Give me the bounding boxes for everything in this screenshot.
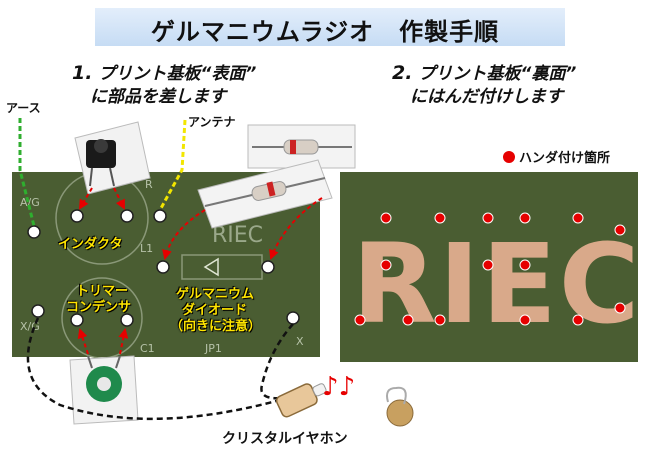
pad-trimmer-1	[70, 313, 84, 327]
step2-number: 2.	[392, 62, 413, 84]
antenna-wire	[158, 119, 187, 211]
step1-line2: に部品を差します	[90, 87, 226, 107]
diode-label-line2: ダイオード	[182, 303, 248, 318]
step2-heading: 2. プリント基板“裏面”	[392, 62, 576, 85]
earth-label: アース	[6, 101, 41, 115]
trimmer-label-line2: コンデンサ	[66, 300, 132, 315]
diode-component-photo-top	[247, 124, 356, 169]
legend-label: ハンダ付け箇所	[519, 150, 610, 166]
solder-dot	[380, 212, 392, 224]
earphone-wire-1	[26, 317, 281, 421]
earphone-label: クリスタルイヤホン	[222, 431, 348, 447]
step1-number: 1.	[72, 62, 93, 84]
pcb-back: RIEC	[340, 172, 642, 362]
pad-x	[286, 311, 300, 325]
solder-dot	[482, 259, 494, 271]
step2-line1: プリント基板“裏面”	[418, 64, 577, 84]
pad-xg	[31, 304, 45, 318]
step2-line2: にはんだ付けします	[410, 87, 563, 107]
trimmer-label-line1: トリマー	[76, 284, 129, 299]
pad-diode-1	[156, 260, 170, 274]
trimmer-arrow-1	[77, 328, 89, 355]
solder-dot	[380, 259, 392, 271]
inductor-core	[94, 139, 108, 153]
page-title: ゲルマニウムラジオ 作製手順	[150, 18, 500, 46]
diode-label-line3: （向きに注意）	[170, 319, 262, 334]
silk-jp1: JP1	[204, 342, 222, 355]
diode-symbol	[203, 257, 219, 277]
inductor-body	[86, 140, 116, 168]
trimmer-rotor	[97, 377, 111, 391]
diode-arrow-1	[162, 209, 206, 260]
diode-arrow-2	[269, 197, 323, 260]
diode-label-line1: ゲルマニウム	[176, 287, 255, 302]
solder-dot	[519, 212, 531, 224]
crystal-earphone	[275, 383, 327, 418]
pad-inductor-1	[70, 209, 84, 223]
title-banner	[95, 8, 565, 46]
pad-diode-2	[261, 260, 275, 274]
inductor-label: インダクタ	[58, 237, 123, 252]
solder-dot	[614, 302, 626, 314]
silk-ag: A/G	[20, 196, 40, 209]
copper-riec-text: RIEC	[352, 220, 642, 348]
earth-wire	[18, 118, 36, 227]
inductor-component	[74, 121, 151, 195]
inductor-arrow-2	[113, 187, 125, 210]
solder-dot	[434, 212, 446, 224]
diode-component-photo-bottom	[197, 159, 333, 229]
solder-dot	[572, 212, 584, 224]
step1-heading: 1. プリント基板“表面”	[72, 62, 256, 85]
solder-dot	[402, 314, 414, 326]
inductor-arrow-1	[78, 187, 93, 210]
silk-x: X	[296, 335, 304, 348]
solder-dot	[519, 259, 531, 271]
silk-riec: RIEC	[212, 223, 263, 248]
silk-l1: L1	[140, 242, 153, 255]
trimmer-component	[69, 355, 139, 425]
antenna-label: アンテナ	[188, 115, 236, 129]
silk-rf: R	[145, 178, 153, 191]
pad-ag	[27, 225, 41, 239]
solder-dot	[572, 314, 584, 326]
pad-inductor-2	[120, 209, 134, 223]
solder-dot	[354, 314, 366, 326]
earphone-photo	[368, 376, 432, 430]
solder-dot	[482, 212, 494, 224]
solder-dot	[614, 224, 626, 236]
silk-c1: C1	[140, 342, 155, 355]
solder-dot	[434, 314, 446, 326]
pad-trimmer-2	[120, 313, 134, 327]
legend-solder-dot	[503, 151, 515, 163]
pad-antenna	[153, 209, 167, 223]
music-note-icon: ♪♪	[322, 372, 355, 402]
step1-line1: プリント基板“表面”	[98, 64, 257, 84]
solder-dot	[519, 314, 531, 326]
